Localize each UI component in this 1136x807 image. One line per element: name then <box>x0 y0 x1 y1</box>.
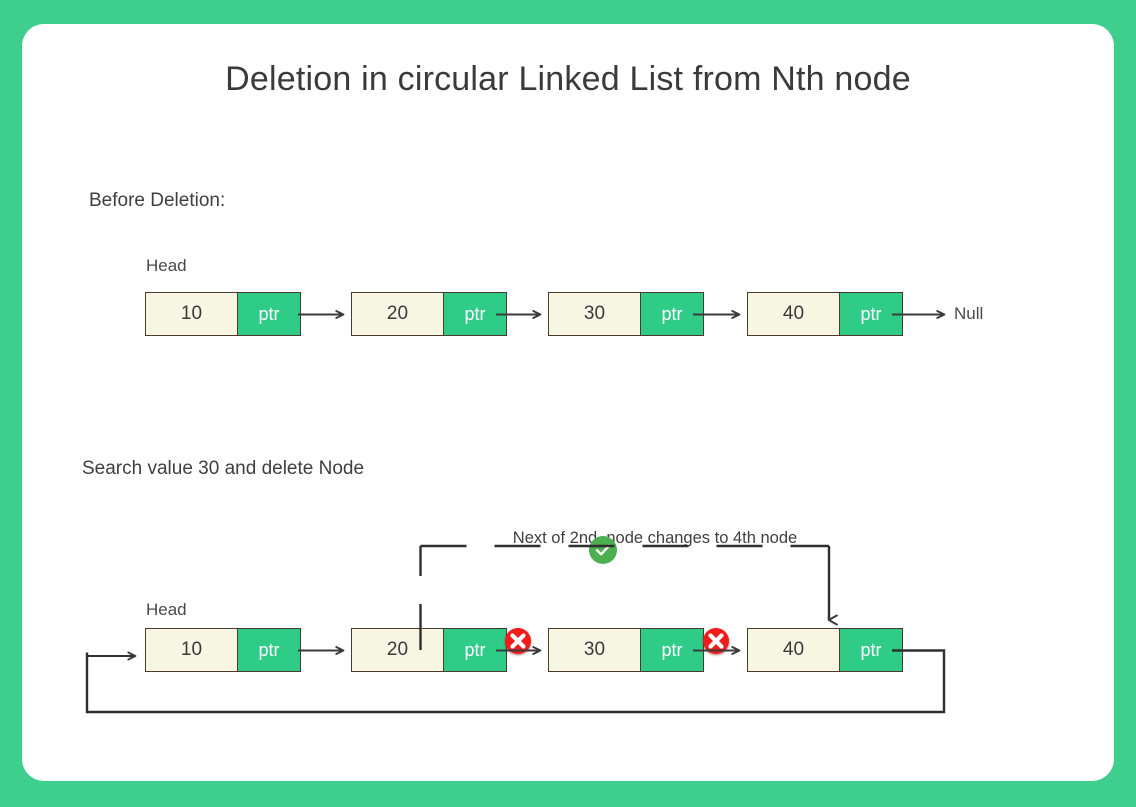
head-label-before: Head <box>146 256 187 275</box>
node-pointer: ptr <box>839 293 902 335</box>
node-pointer: ptr <box>839 629 902 671</box>
null-terminator-label: Null <box>954 304 984 323</box>
head-label-after: Head <box>146 600 187 619</box>
node-value: 30 <box>549 293 640 335</box>
node-after-3: 30 ptr <box>548 628 704 672</box>
node-value: 10 <box>146 629 237 671</box>
node-pointer: ptr <box>640 293 703 335</box>
node-value: 10 <box>146 293 237 335</box>
node-before-3: 30 ptr <box>548 292 704 336</box>
search-delete-label: Search value 30 and delete Node <box>82 458 365 479</box>
page-title: Deletion in circular Linked List from Nt… <box>225 60 911 98</box>
node-before-2: 20 ptr <box>351 292 507 336</box>
node-after-4: 40 ptr <box>747 628 903 672</box>
node-value: 40 <box>748 293 839 335</box>
node-value: 20 <box>352 629 443 671</box>
node-pointer: ptr <box>640 629 703 671</box>
node-pointer: ptr <box>237 629 300 671</box>
node-before-4: 40 ptr <box>747 292 903 336</box>
content-card: Deletion in circular Linked List from Nt… <box>22 24 1114 781</box>
annotation-label: Next of 2nd node changes to 4th node <box>512 529 798 547</box>
node-value: 20 <box>352 293 443 335</box>
node-before-1: 10 ptr <box>145 292 301 336</box>
check-circle-icon <box>589 536 617 564</box>
node-after-1: 10 ptr <box>145 628 301 672</box>
before-deletion-label: Before Deletion: <box>89 190 226 211</box>
node-pointer: ptr <box>443 293 506 335</box>
node-pointer: ptr <box>237 293 300 335</box>
node-after-2: 20 ptr <box>351 628 507 672</box>
node-value: 40 <box>748 629 839 671</box>
error-x-icon-2 <box>703 628 729 654</box>
node-pointer: ptr <box>443 629 506 671</box>
node-value: 30 <box>549 629 640 671</box>
error-x-icon-1 <box>505 628 531 654</box>
